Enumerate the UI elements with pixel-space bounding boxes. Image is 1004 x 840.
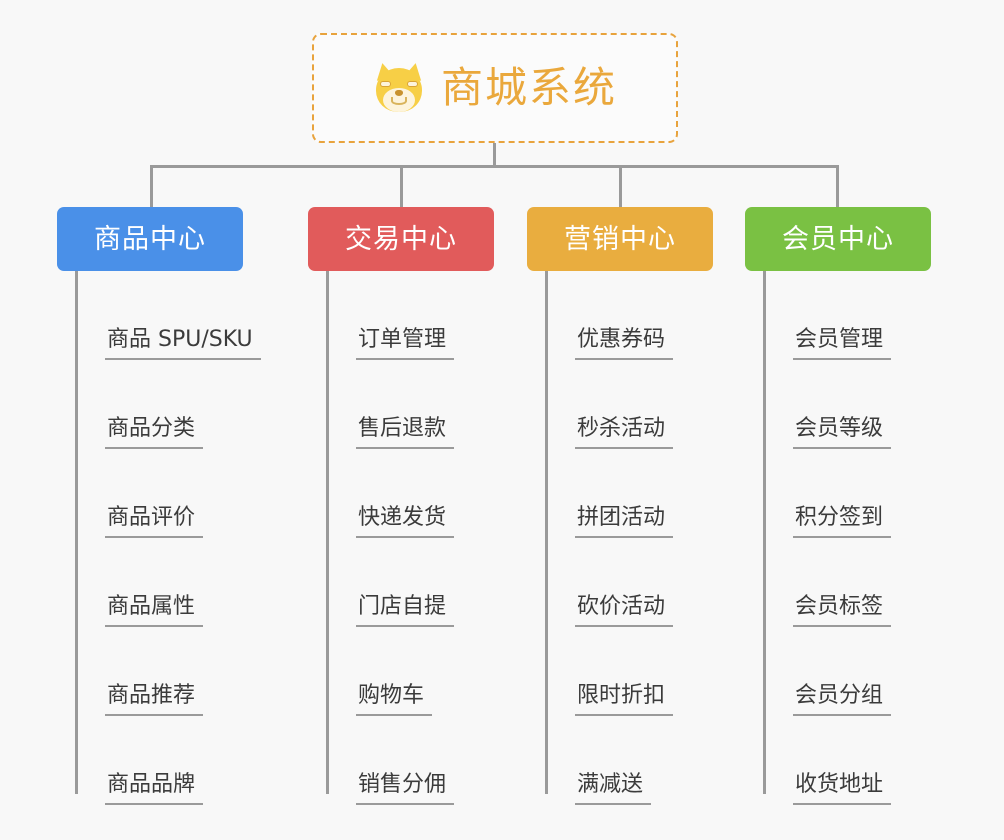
leaf-label[interactable]: 商品 SPU/SKU [105,327,261,360]
leaf-label[interactable]: 销售分佣 [356,772,455,805]
leaf-label[interactable]: 收货地址 [793,772,892,805]
leaf-item: 会员等级 [745,360,931,449]
branch-header-marketing[interactable]: 营销中心 [527,207,713,271]
leaf-item: 购物车 [308,627,494,716]
leaf-label[interactable]: 商品推荐 [105,683,204,716]
leaf-label[interactable]: 会员管理 [793,327,892,360]
leaf-label[interactable]: 快递发货 [356,505,455,538]
leaf-item: 商品评价 [57,449,243,538]
branch-column-marketing: 营销中心 优惠券码 秒杀活动 拼团活动 砍价活动 限时折扣 满减送 [527,207,713,805]
leaf-label[interactable]: 门店自提 [356,594,455,627]
connector-drop-1 [150,165,153,207]
leaf-item: 满减送 [527,716,713,805]
leaf-label[interactable]: 会员分组 [793,683,892,716]
leaf-label[interactable]: 限时折扣 [575,683,674,716]
leaf-item: 商品属性 [57,538,243,627]
leaf-label[interactable]: 满减送 [575,772,652,805]
root-node[interactable]: 商城系统 [312,33,678,143]
leaf-label[interactable]: 砍价活动 [575,594,674,627]
leaf-item: 积分签到 [745,449,931,538]
root-title: 商城系统 [440,63,617,112]
leaf-item: 会员标签 [745,538,931,627]
leaf-label[interactable]: 拼团活动 [575,505,674,538]
shiba-dog-icon [373,61,425,114]
leaf-item: 优惠券码 [527,271,713,360]
leaf-label[interactable]: 商品评价 [105,505,204,538]
leaf-label[interactable]: 订单管理 [356,327,455,360]
leaf-label[interactable]: 会员标签 [793,594,892,627]
branch-spine-member [763,271,766,794]
leaf-label[interactable]: 会员等级 [793,416,892,449]
connector-drop-2 [400,165,403,207]
leaf-item: 门店自提 [308,538,494,627]
leaf-item: 商品分类 [57,360,243,449]
leaf-label[interactable]: 售后退款 [356,416,455,449]
connector-horizontal-bus [150,165,839,168]
leaf-item: 商品品牌 [57,716,243,805]
leaf-item: 快递发货 [308,449,494,538]
leaf-item: 商品推荐 [57,627,243,716]
branch-header-product[interactable]: 商品中心 [57,207,243,271]
branch-spine-marketing [545,271,548,794]
branch-column-product: 商品中心 商品 SPU/SKU 商品分类 商品评价 商品属性 商品推荐 商品品牌 [57,207,261,805]
connector-drop-4 [836,165,839,207]
branch-spine-product [75,271,78,794]
leaf-label[interactable]: 积分签到 [793,505,892,538]
leaf-item: 会员分组 [745,627,931,716]
leaf-item: 会员管理 [745,271,931,360]
branch-spine-trade [326,271,329,794]
leaf-item: 订单管理 [308,271,494,360]
leaf-item: 收货地址 [745,716,931,805]
leaf-item: 销售分佣 [308,716,494,805]
leaf-item: 商品 SPU/SKU [57,271,261,360]
leaf-item: 砍价活动 [527,538,713,627]
leaf-label[interactable]: 商品属性 [105,594,204,627]
leaf-item: 限时折扣 [527,627,713,716]
leaf-item: 售后退款 [308,360,494,449]
leaf-label[interactable]: 购物车 [356,683,433,716]
connector-root-vertical [493,143,496,167]
branch-header-trade[interactable]: 交易中心 [308,207,494,271]
leaf-label[interactable]: 商品品牌 [105,772,204,805]
branch-header-member[interactable]: 会员中心 [745,207,931,271]
leaf-item: 秒杀活动 [527,360,713,449]
leaf-label[interactable]: 优惠券码 [575,327,674,360]
leaf-label[interactable]: 秒杀活动 [575,416,674,449]
branch-column-trade: 交易中心 订单管理 售后退款 快递发货 门店自提 购物车 销售分佣 [308,207,494,805]
leaf-item: 拼团活动 [527,449,713,538]
connector-drop-3 [619,165,622,207]
leaf-label[interactable]: 商品分类 [105,416,204,449]
branch-column-member: 会员中心 会员管理 会员等级 积分签到 会员标签 会员分组 收货地址 [745,207,931,805]
